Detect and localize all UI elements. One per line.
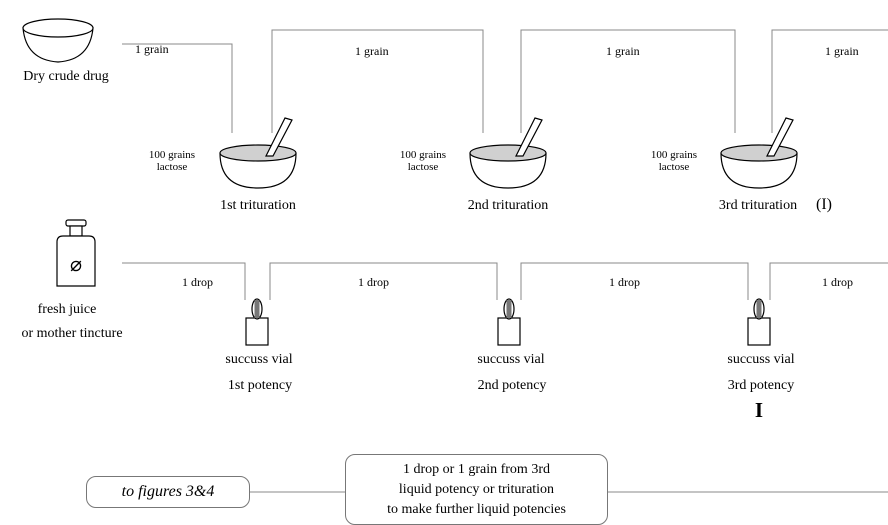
trituration-marker: (I) bbox=[816, 196, 832, 213]
note-line-3: to make further liquid potencies bbox=[387, 502, 566, 517]
mother-tincture-label: or mother tincture bbox=[21, 326, 123, 341]
fresh-juice-label: fresh juice bbox=[37, 302, 97, 317]
note-line-2: liquid potency or trituration bbox=[398, 482, 555, 497]
vial-label-2: succuss vial bbox=[477, 352, 545, 367]
drop-line-4 bbox=[769, 262, 888, 300]
potency-label-1: 1st potency bbox=[227, 378, 293, 393]
drop-transfer-label-2: 1 drop bbox=[358, 275, 389, 289]
figures-reference-label: to figures 3&4 bbox=[121, 483, 215, 500]
vial-label-3: succuss vial bbox=[727, 352, 795, 367]
potency-label-2: 2nd potency bbox=[477, 378, 547, 393]
bottle-symbol: ⌀ bbox=[69, 252, 83, 276]
figures-reference-box: to figures 3&4 bbox=[86, 476, 250, 508]
grain-transfer-label-4: 1 grain bbox=[825, 44, 859, 58]
dry-crude-drug-label: Dry crude drug bbox=[23, 69, 109, 84]
grain-transfer-label-3: 1 grain bbox=[606, 44, 640, 58]
grain-transfer-label-1: 1 grain bbox=[135, 42, 169, 56]
lactose-name: lactose bbox=[156, 160, 188, 173]
lactose-label-3: 100 grains lactose bbox=[650, 149, 698, 173]
grain-line-4 bbox=[771, 29, 888, 133]
drop-transfer-label-1: 1 drop bbox=[182, 275, 213, 289]
potency-marker: I bbox=[754, 398, 764, 422]
drop-transfer-label-3: 1 drop bbox=[609, 275, 640, 289]
trituration-label-3: 3rd trituration bbox=[718, 198, 798, 213]
drop-transfer-label-4: 1 drop bbox=[822, 275, 853, 289]
drop-line-3 bbox=[520, 262, 749, 300]
grain-line-2 bbox=[271, 29, 484, 133]
succuss-vial-icon-2 bbox=[497, 298, 521, 346]
drug-dish-icon bbox=[22, 18, 94, 63]
trituration-label-1: 1st trituration bbox=[220, 198, 296, 213]
lactose-label-1: 100 grains lactose bbox=[148, 149, 196, 173]
lactose-label-2: 100 grains lactose bbox=[399, 149, 447, 173]
tincture-bottle-icon bbox=[56, 219, 96, 287]
vial-label-1: succuss vial bbox=[225, 352, 293, 367]
connector-lines bbox=[122, 29, 888, 493]
lactose-amount: 100 grains bbox=[399, 149, 447, 161]
drop-line-2 bbox=[269, 262, 498, 300]
note-line-1: 1 drop or 1 grain from 3rd bbox=[403, 462, 550, 477]
succuss-vial-icon-1 bbox=[245, 298, 269, 346]
grain-line-3 bbox=[520, 29, 736, 133]
trituration-label-2: 2nd trituration bbox=[467, 198, 549, 213]
mortar-bowl-icon-1 bbox=[219, 117, 297, 189]
potency-label-3: 3rd potency bbox=[727, 378, 795, 393]
grain-transfer-label-2: 1 grain bbox=[355, 44, 389, 58]
drop-line-1 bbox=[122, 262, 246, 300]
lactose-name: lactose bbox=[658, 160, 690, 173]
lactose-amount: 100 grains bbox=[650, 149, 698, 161]
mortar-bowl-icon-2 bbox=[469, 117, 547, 189]
succuss-vial-icon-3 bbox=[747, 298, 771, 346]
mortar-bowl-icon-3 bbox=[720, 117, 798, 189]
lactose-amount: 100 grains bbox=[148, 149, 196, 161]
grain-line-1 bbox=[122, 43, 233, 133]
lactose-name: lactose bbox=[407, 160, 439, 173]
further-potencies-note: 1 drop or 1 grain from 3rd liquid potenc… bbox=[345, 454, 608, 525]
